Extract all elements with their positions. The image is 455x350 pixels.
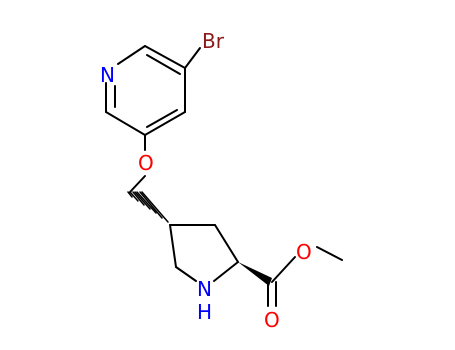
bond-c-c-ring-1 (144, 45, 186, 69)
bond-c-c-ring-3-double (146, 109, 178, 128)
bond-n-c-ring-2 (117, 45, 146, 65)
pyridine-nitrogen-label: N (100, 63, 115, 87)
stereo-wedge-bond (238, 262, 272, 286)
amine-nitrogen-label: N (197, 277, 212, 301)
carbonyl-oxygen-label: O (264, 308, 280, 332)
bond-c-br (184, 47, 201, 69)
bond-pyrrolidine-c4-c5 (169, 224, 177, 268)
ester-oxygen-label: O (296, 240, 312, 264)
ether-oxygen-label: O (138, 151, 154, 175)
bond-pyrrolidine-n-c2 (213, 261, 239, 282)
bromine-label: Br (202, 29, 225, 53)
bond-c-c-ring-1-double (146, 54, 181, 75)
bonds (105, 45, 343, 307)
bond-pyrrolidine-c3-c2 (214, 224, 239, 263)
bond-c-c-ring-3 (144, 111, 186, 136)
amine-hydrogen-label: H (197, 300, 212, 324)
bond-o-methyl (316, 246, 343, 261)
stereo-hash-bond (127, 191, 169, 223)
bond-c-o-ester (271, 256, 296, 283)
bond-c-c-ring-4 (105, 111, 146, 136)
bond-o-ch2 (129, 175, 146, 193)
bond-pyrrolidine-c5-n (175, 266, 197, 282)
